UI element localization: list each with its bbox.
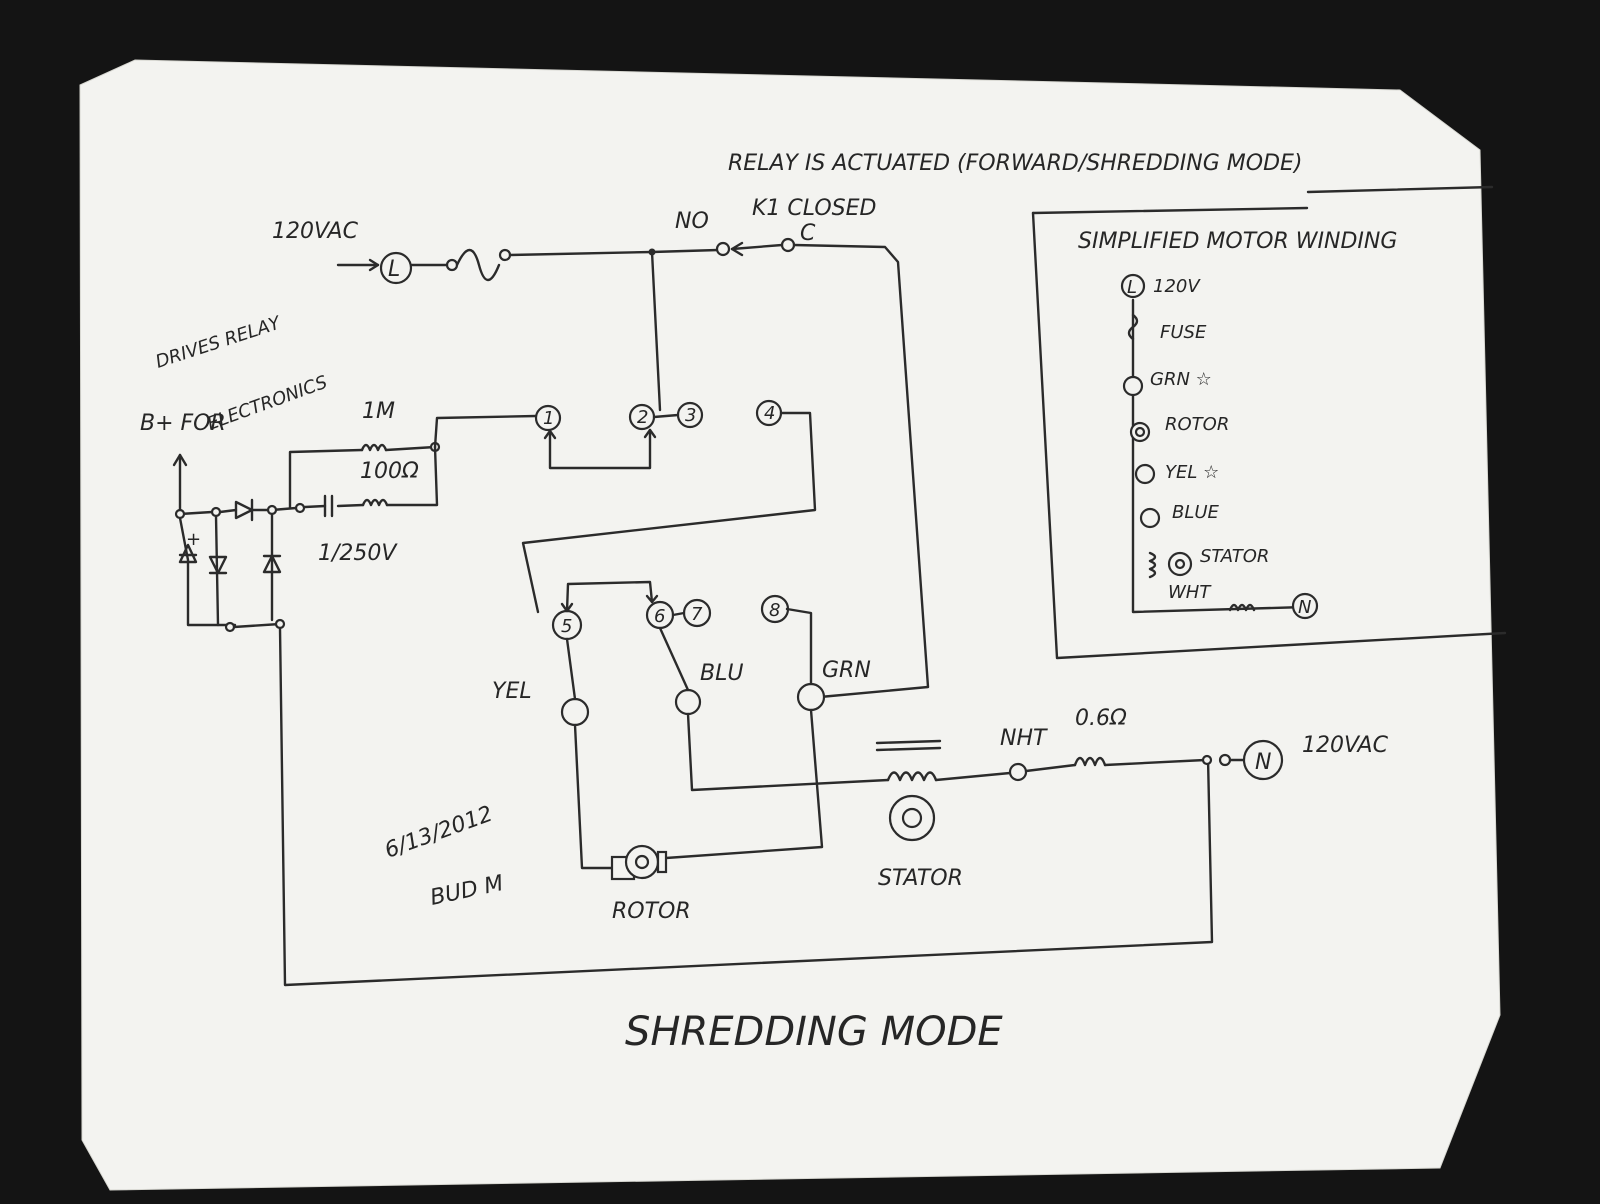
r2-icon	[361, 498, 389, 507]
relay-c-label: C	[800, 221, 816, 246]
relay-no-label: NO	[675, 209, 709, 234]
nht-label: NHT	[1000, 726, 1048, 751]
neutral-n-node	[1242, 739, 1284, 781]
motor-stator-coil-icon	[1148, 551, 1157, 579]
cap-label: 1/250V	[318, 541, 398, 566]
grn-wire-label: GRN	[822, 658, 871, 683]
terminal-3-label: 3	[685, 405, 696, 426]
terminal-1-label: 1	[543, 408, 554, 429]
neutral-n-letter: N	[1255, 750, 1271, 775]
motor-item-wht: WHT	[1168, 582, 1212, 603]
footer-mode-label: SHREDDING MODE	[625, 1009, 1003, 1055]
terminal-6-label: 6	[654, 606, 665, 627]
motor-item-grn: GRN ☆	[1150, 369, 1212, 390]
motor-item-fuse: FUSE	[1160, 322, 1207, 343]
motor-item-blue: BLUE	[1172, 502, 1220, 523]
terminal-8-label: 8	[769, 600, 780, 621]
diode-1-icon	[178, 543, 198, 564]
drive-label-line2: B+ FOR	[140, 411, 226, 436]
terminal-4-label: 4	[764, 403, 775, 424]
motor-item-120v: 120V	[1153, 276, 1201, 297]
yel-wire-label: YEL	[492, 679, 532, 704]
motor-item-stator: STATOR	[1200, 546, 1269, 567]
motor-l-node	[1120, 273, 1146, 299]
title-text: RELAY IS ACTUATED (FORWARD/SHREDDING MOD…	[728, 151, 1303, 176]
paper-sheet	[79, 59, 1501, 1191]
plus-sign: +	[186, 529, 201, 550]
motor-winding-box: SIMPLIFIED MOTOR WINDING L 120V FUSE GRN…	[1031, 206, 1507, 660]
line-supply-label: 120VAC	[272, 219, 359, 244]
fuse-icon	[455, 248, 501, 282]
r1-label: 1M	[362, 399, 395, 424]
line-l-letter: L	[388, 257, 400, 282]
motor-fuse-icon	[1127, 313, 1139, 341]
terminal-7-label: 7	[691, 604, 703, 625]
diode-3-icon	[262, 554, 282, 574]
motor-n-node	[1291, 592, 1319, 620]
terminal-1	[534, 404, 562, 432]
nht-resistor-label: 0.6Ω	[1075, 706, 1127, 731]
r2-label: 100Ω	[360, 459, 419, 484]
nht-resistor-icon	[1073, 756, 1107, 767]
blu-wire-label: BLU	[700, 661, 743, 686]
motor-n-letter: N	[1298, 597, 1311, 618]
terminal-5-label: 5	[561, 616, 572, 637]
motor-item-yel: YEL ☆	[1165, 462, 1219, 483]
stator-label: STATOR	[878, 866, 963, 891]
motor-item-rotor: ROTOR	[1165, 414, 1229, 435]
diode-2-icon	[208, 555, 228, 575]
bridge-rectifier: +	[172, 453, 298, 633]
stator-coil-icon	[886, 771, 938, 782]
neutral-supply-label: 120VAC	[1302, 733, 1389, 758]
relay-k1-label: K1 CLOSED	[752, 196, 876, 221]
r1-icon	[360, 443, 388, 452]
motor-box-title: SIMPLIFIED MOTOR WINDING	[1078, 229, 1397, 254]
motor-l-letter: L	[1127, 277, 1137, 298]
line-l-node	[379, 251, 413, 285]
terminal-2-label: 2	[637, 407, 648, 428]
rotor-label: ROTOR	[612, 899, 691, 924]
rotor-icon	[610, 844, 668, 881]
